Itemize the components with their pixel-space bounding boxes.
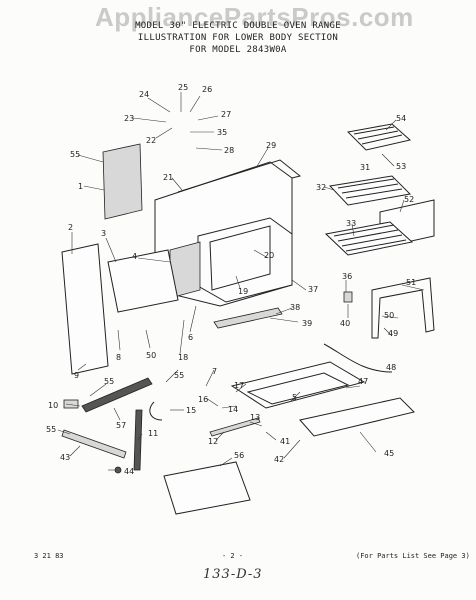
callout-25: 25 xyxy=(178,83,188,92)
lower-channel xyxy=(61,429,127,459)
callout-17: 17 xyxy=(234,381,244,390)
part-36 xyxy=(343,291,353,303)
rear-panel xyxy=(102,143,143,220)
callout-36: 36 xyxy=(342,272,352,281)
callout-7: 7 xyxy=(212,367,217,376)
callout-39: 39 xyxy=(302,319,312,328)
callout-47: 47 xyxy=(358,377,368,386)
wire-harness xyxy=(149,401,163,421)
callout-55b: 55 xyxy=(104,377,114,386)
footer-date: 3 21 83 xyxy=(34,552,64,560)
callout-49: 49 xyxy=(388,329,398,338)
callout-12: 12 xyxy=(208,437,218,446)
callout-35: 35 xyxy=(217,128,227,137)
callout-3: 3 xyxy=(101,229,106,238)
bake-element xyxy=(371,277,435,339)
callout-8: 8 xyxy=(116,353,121,362)
callout-50b: 50 xyxy=(384,311,394,320)
diagram-title-line-1: MODEL 30" ELECTRIC DOUBLE OVEN RANGE xyxy=(135,21,341,31)
callout-52: 52 xyxy=(404,195,414,204)
callout-32: 32 xyxy=(316,183,326,192)
watermark: AppliancePartsPros.com xyxy=(95,2,414,32)
callout-numbers: 25 24 26 23 27 22 35 28 55 1 21 29 54 53… xyxy=(46,83,416,476)
footer-parts-list-note: (For Parts List See Page 3) xyxy=(356,552,470,560)
callout-1: 1 xyxy=(78,182,83,191)
broil-element xyxy=(346,123,412,151)
callout-10: 10 xyxy=(48,401,58,410)
callout-43: 43 xyxy=(60,453,70,462)
callout-29: 29 xyxy=(266,141,276,150)
broiler-pan xyxy=(328,175,412,206)
callout-40: 40 xyxy=(340,319,350,328)
drawer-bottom xyxy=(299,397,415,437)
callout-23: 23 xyxy=(124,114,134,123)
callout-24: 24 xyxy=(139,90,149,99)
bottom-trim xyxy=(213,307,283,329)
outer-side-panel xyxy=(61,243,109,375)
callout-6: 6 xyxy=(188,333,193,342)
leader-lines xyxy=(57,92,425,471)
side-wrapper xyxy=(107,249,179,313)
callout-4: 4 xyxy=(132,252,137,261)
callout-57: 57 xyxy=(116,421,126,430)
diagram-title-line-2: ILLUSTRATION FOR LOWER BODY SECTION xyxy=(137,33,339,43)
callout-42: 42 xyxy=(274,455,284,464)
callout-11: 11 xyxy=(148,429,158,438)
callout-41: 41 xyxy=(280,437,290,446)
leveling-rod xyxy=(209,417,261,437)
oven-rack xyxy=(324,221,414,256)
callout-13: 13 xyxy=(250,413,260,422)
callout-55d: 55 xyxy=(46,425,56,434)
base-channel xyxy=(81,377,153,413)
footer-page-number: - 2 - xyxy=(222,552,244,560)
callout-18: 18 xyxy=(178,353,188,362)
callout-33: 33 xyxy=(346,219,356,228)
callout-44: 44 xyxy=(124,467,134,476)
callout-48: 48 xyxy=(386,363,396,372)
callout-26: 26 xyxy=(202,85,212,94)
callout-38: 38 xyxy=(290,303,300,312)
bracket xyxy=(63,399,79,409)
callout-31: 31 xyxy=(360,163,370,172)
diagram-title-line-3: FOR MODEL 2843W0A xyxy=(189,45,287,55)
callout-9: 9 xyxy=(74,371,79,380)
callout-50a: 50 xyxy=(146,351,156,360)
callout-21: 21 xyxy=(163,173,173,182)
harness-48 xyxy=(323,343,393,373)
callout-55a: 55 xyxy=(70,150,80,159)
callout-56: 56 xyxy=(234,451,244,460)
drawer-frame xyxy=(230,361,366,409)
drawer-mat xyxy=(163,461,251,515)
callout-27: 27 xyxy=(221,110,231,119)
callout-45: 45 xyxy=(384,449,394,458)
callout-51: 51 xyxy=(406,278,416,287)
callout-55c: 55 xyxy=(174,371,184,380)
callout-14: 14 xyxy=(228,405,238,414)
callout-22: 22 xyxy=(146,136,156,145)
callout-5: 5 xyxy=(292,393,297,402)
callout-28: 28 xyxy=(224,146,234,155)
handwritten-note: 133-D-3 xyxy=(203,567,263,582)
callout-37: 37 xyxy=(308,285,318,294)
callout-53: 53 xyxy=(396,162,406,171)
callout-20: 20 xyxy=(264,251,274,260)
callout-15: 15 xyxy=(186,406,196,415)
oven-body xyxy=(154,159,302,307)
callout-2: 2 xyxy=(68,223,73,232)
callout-54: 54 xyxy=(396,114,406,123)
callout-19: 19 xyxy=(238,287,248,296)
callout-16: 16 xyxy=(198,395,208,404)
